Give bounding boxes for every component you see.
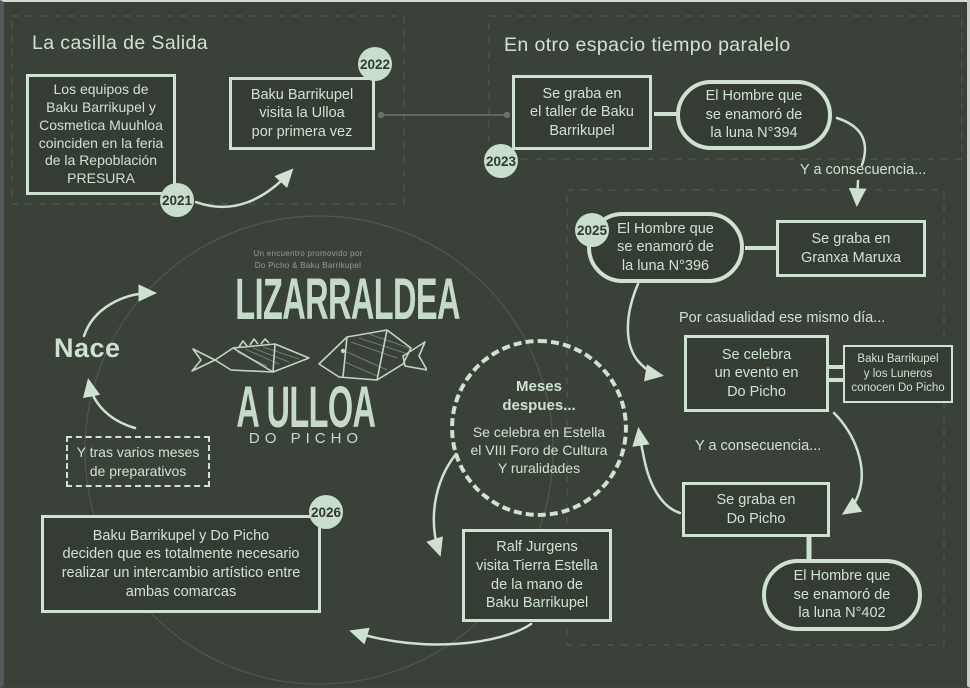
logo-subtitle: DO PICHO: [248, 430, 364, 447]
node-taller-baku: Se graba en el taller de Baku Barrikupel: [512, 75, 652, 150]
arrow-luna396-to-evento: [626, 282, 664, 382]
node-granxa-maruxa: Se graba en Granxa Maruxa: [776, 220, 926, 277]
two-fish-icon: [191, 329, 427, 381]
foro-cultura-label: Se celebra en Estella el VIII Foro de Cu…: [470, 423, 608, 477]
consecuencia-label-2: Y a consecuencia...: [695, 438, 822, 454]
year-badge-2022: 2022: [358, 47, 392, 81]
consecuencia-label-1: Y a consecuencia...: [800, 162, 927, 178]
arrow-consecuencia1-down: [848, 179, 867, 207]
section-title-paralelo: En otro espacio tiempo paralelo: [504, 34, 791, 56]
node-preparativos: Y tras varios meses de preparativos: [66, 436, 210, 487]
connector-dotted-salida-paralelo: [377, 111, 511, 119]
casualidad-label: Por casualidad ese mismo día...: [679, 310, 886, 326]
arrow-grabapicho-to-circle: [632, 427, 682, 515]
logo-title-line1: LIZARRALDEA: [235, 265, 460, 332]
node-evento-dopicho: Se celebra un evento en Do Picho: [684, 335, 829, 412]
node-meses-despues-circle: Meses despues... Se celebra en Estella e…: [450, 339, 628, 517]
curve-luna394-down: [835, 116, 867, 167]
node-visita-ulloa: Baku Barrikupel visita la Ulloa por prim…: [229, 77, 375, 150]
arrow-circle-to-ralf: [426, 452, 458, 557]
logo-title-line2: A ULLOA: [236, 373, 376, 440]
node-luna-394: El Hombre que se enamoró de la luna N°39…: [676, 80, 832, 150]
node-graba-dopicho: Se graba en Do Picho: [682, 482, 830, 537]
arrow-preparativos-to-nace: [82, 378, 137, 430]
arrow-ralf-to-2026: [349, 622, 533, 646]
arrow-2021-to-2022: [194, 168, 294, 209]
node-luna-396: El Hombre que se enamoró de la luna N°39…: [587, 212, 744, 283]
node-luneros-conocen: Baku Barrikupel y los Luneros conocen Do…: [843, 345, 953, 403]
node-deciden-intercambio: Baku Barrikupel y Do Picho deciden que e…: [41, 515, 321, 613]
meses-despues-label: Meses despues...: [502, 378, 576, 415]
nace-label: Nace: [54, 333, 121, 363]
node-ralf-jurgens: Ralf Jurgens visita Tierra Estella de la…: [462, 529, 612, 622]
arrow-nace-up: [82, 284, 157, 338]
arrow-evento-to-grabapicho: [832, 411, 863, 515]
node-luna-402: El Hombre que se enamoró de la luna N°40…: [762, 559, 922, 631]
year-badge-2023: 2023: [484, 144, 518, 178]
year-badge-2025: 2025: [575, 213, 609, 247]
section-title-salida: La casilla de Salida: [32, 32, 209, 54]
year-badge-2021: 2021: [160, 183, 194, 217]
year-badge-2026: 2026: [309, 495, 343, 529]
node-equipos-presura: Los equipos de Baku Barrikupel y Cosmeti…: [26, 74, 176, 195]
logo-kicker: Un encuentro promovido por Do Picho & Ba…: [253, 249, 363, 270]
